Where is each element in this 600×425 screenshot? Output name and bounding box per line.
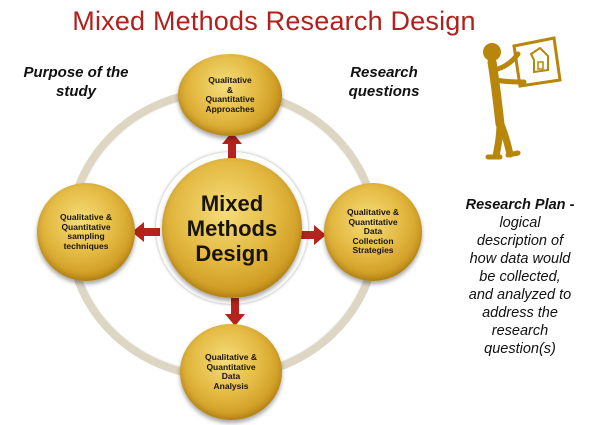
arrow-right [298,225,326,245]
research-questions-label: Research questions [348,64,420,100]
person-holding-house-sign-icon [483,36,562,160]
arrow-left [132,222,160,242]
arrow-down [225,298,245,326]
arrow-up [222,132,242,160]
purpose-label: Purpose of the study [23,64,129,100]
node-sampling: Qualitative & Quantitative sampling tech… [37,183,135,281]
research-plan-description: Research Plan - logical description of h… [465,197,575,357]
node-data-collection: Qualitative & Quantitative Data Collecti… [324,183,422,281]
node-approaches: Qualitative & Quantitative Approaches [178,54,282,136]
node-data-analysis: Qualitative & Quantitative Data Analysis [180,324,282,420]
diagram-title: Mixed Methods Research Design [72,6,476,36]
node-mixed-methods-design: Mixed Methods Design [162,158,302,298]
